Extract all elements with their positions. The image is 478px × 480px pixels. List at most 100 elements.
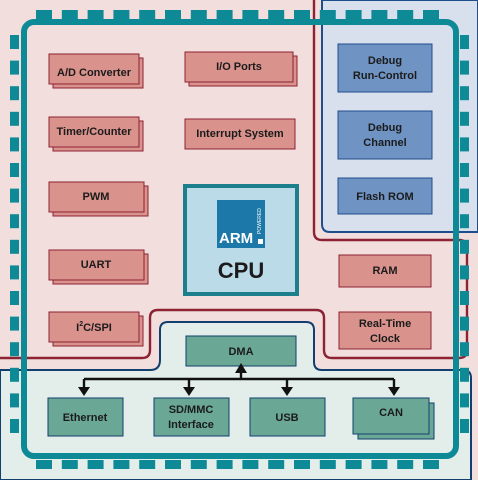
chip-pins <box>10 10 469 469</box>
sdmmc-block: SD/MMC Interface <box>153 397 230 437</box>
cpu-label: CPU <box>218 258 264 283</box>
rtc-label-line1: Real-Time <box>359 318 411 330</box>
chip-pin <box>87 460 104 469</box>
chip-pin <box>397 460 414 469</box>
peripheral-outline <box>0 0 469 360</box>
chip-pin <box>345 10 362 19</box>
arm-logo <box>217 200 265 248</box>
chip-pin <box>397 10 414 19</box>
chip-pin <box>216 460 233 469</box>
chip-pin <box>10 188 19 203</box>
cpu-block: ARM POWERED CPU <box>183 184 299 296</box>
chip-pin <box>242 10 259 19</box>
chip-pin <box>139 10 156 19</box>
chip-pin <box>371 10 388 19</box>
chip-pin <box>460 367 469 382</box>
chip-pin <box>10 291 19 305</box>
chip-pin <box>139 460 156 469</box>
chip-pin <box>10 214 19 229</box>
chip-pin <box>113 10 130 19</box>
uart-block: UART <box>48 249 149 285</box>
chip-pin <box>460 291 469 305</box>
pwm-label: PWM <box>83 191 110 203</box>
debug-run-control-line1: Debug <box>368 55 402 67</box>
debug-run-control-line2: Run-Control <box>353 70 417 82</box>
chip-pin <box>10 393 19 408</box>
chip-pin <box>319 10 336 19</box>
chip-pin <box>294 10 310 19</box>
chip-pin <box>460 265 469 280</box>
usb-label: USB <box>275 412 298 424</box>
chip-pin <box>460 137 469 152</box>
chip-pin <box>61 10 78 19</box>
i2c-spi-label: I2C/SPI <box>76 321 112 334</box>
chip-pin <box>423 10 439 19</box>
chip-pin <box>216 10 233 19</box>
chip-pin <box>460 163 469 177</box>
chip-pin <box>460 393 469 408</box>
timer-label: Timer/Counter <box>57 126 133 138</box>
chip-pin <box>319 460 336 469</box>
usb-block: USB <box>249 397 326 437</box>
chip-pin <box>10 60 19 75</box>
chip-pin <box>371 460 388 469</box>
arm-logo-dot <box>258 239 263 244</box>
arm-logo-text: ARM <box>219 230 253 247</box>
timer-block: Timer/Counter <box>48 116 144 152</box>
can-block: CAN <box>352 397 435 440</box>
io-ports-block: I/O Ports <box>184 51 298 87</box>
debug-channel-line2: Channel <box>363 137 406 149</box>
chip-pin <box>36 10 52 19</box>
chip-pin <box>294 460 310 469</box>
adc-block: A/D Converter <box>48 53 144 89</box>
chip-pin <box>460 111 469 126</box>
chip-pin <box>10 316 19 331</box>
chip-pin <box>460 188 469 203</box>
chip-pin <box>165 10 181 19</box>
chip-pin <box>10 86 19 101</box>
chip-pin <box>460 342 469 357</box>
ethernet-block: Ethernet <box>47 397 124 437</box>
chip-pin <box>165 460 181 469</box>
chip-pin <box>61 460 78 469</box>
chip-pin <box>423 460 439 469</box>
chip-pin <box>10 111 19 126</box>
chip-pin <box>268 460 285 469</box>
rtc-label-line2: Clock <box>370 333 401 345</box>
ethernet-label: Ethernet <box>63 412 108 424</box>
chip-pin <box>460 316 469 331</box>
chip-pin <box>345 460 362 469</box>
chip-pin <box>10 419 19 433</box>
rtc-block: Real-Time Clock <box>338 311 432 350</box>
ram-block: RAM <box>338 254 432 288</box>
ram-label: RAM <box>372 265 397 277</box>
arm-powered-text: POWERED <box>257 208 263 234</box>
chip-pin <box>10 137 19 152</box>
chip-pin <box>10 163 19 177</box>
chip-pin <box>10 35 19 49</box>
io-ports-label: I/O Ports <box>216 61 262 73</box>
chip-pin <box>460 35 469 49</box>
chip-pin <box>113 460 130 469</box>
chip-pin <box>190 10 207 19</box>
dma-label: DMA <box>228 346 253 358</box>
chip-pin <box>460 419 469 433</box>
dma-block: DMA <box>185 335 297 367</box>
sdmmc-label-line2: Interface <box>168 419 214 431</box>
chip-pin <box>460 86 469 101</box>
uart-label: UART <box>81 259 112 271</box>
chip-pin <box>10 342 19 357</box>
can-label: CAN <box>379 407 403 419</box>
chip-pin <box>268 10 285 19</box>
chip-pin <box>460 214 469 229</box>
flash-rom-block: Flash ROM <box>337 177 433 215</box>
interrupt-block: Interrupt System <box>184 118 296 150</box>
chip-border <box>21 19 459 459</box>
chip-pin <box>87 10 104 19</box>
chip-pin <box>10 367 19 382</box>
interrupt-label: Interrupt System <box>196 128 284 140</box>
i2c-spi-block: I2C/SPI <box>48 311 144 347</box>
adc-label: A/D Converter <box>57 67 132 79</box>
chip-pin <box>10 265 19 280</box>
